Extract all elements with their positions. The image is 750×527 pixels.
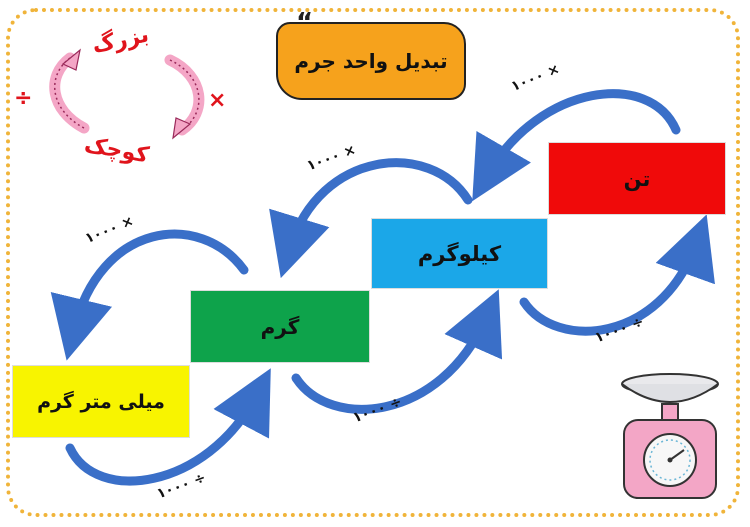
unit-label-ton: تن — [623, 166, 651, 191]
unit-label-gram: گرم — [260, 314, 300, 339]
unit-box-gram: گرم — [190, 290, 370, 363]
dotted-frame — [6, 8, 740, 517]
legend-divide-symbol: ÷ — [14, 86, 33, 111]
legend-multiply-symbol: × — [208, 88, 227, 113]
title-box: تبدیل واحد جرم — [276, 22, 466, 100]
arrow-kg-to-g — [269, 158, 473, 279]
arrow-g-to-kg — [291, 289, 503, 414]
arrow-g-to-mg — [50, 229, 249, 361]
arrow-ton-to-kg — [472, 89, 681, 202]
unit-box-milligram: میلی متر گرم — [12, 365, 190, 438]
unit-box-kilogram: کیلوگرم — [371, 218, 548, 289]
unit-label-milligram: میلی متر گرم — [37, 390, 165, 413]
unit-label-kilogram: کیلوگرم — [417, 241, 502, 266]
page-title: تبدیل واحد جرم — [294, 49, 448, 73]
arrow-mg-to-g — [65, 368, 271, 486]
unit-box-ton: تن — [548, 142, 726, 215]
arrow-kg-to-ton — [519, 214, 715, 336]
